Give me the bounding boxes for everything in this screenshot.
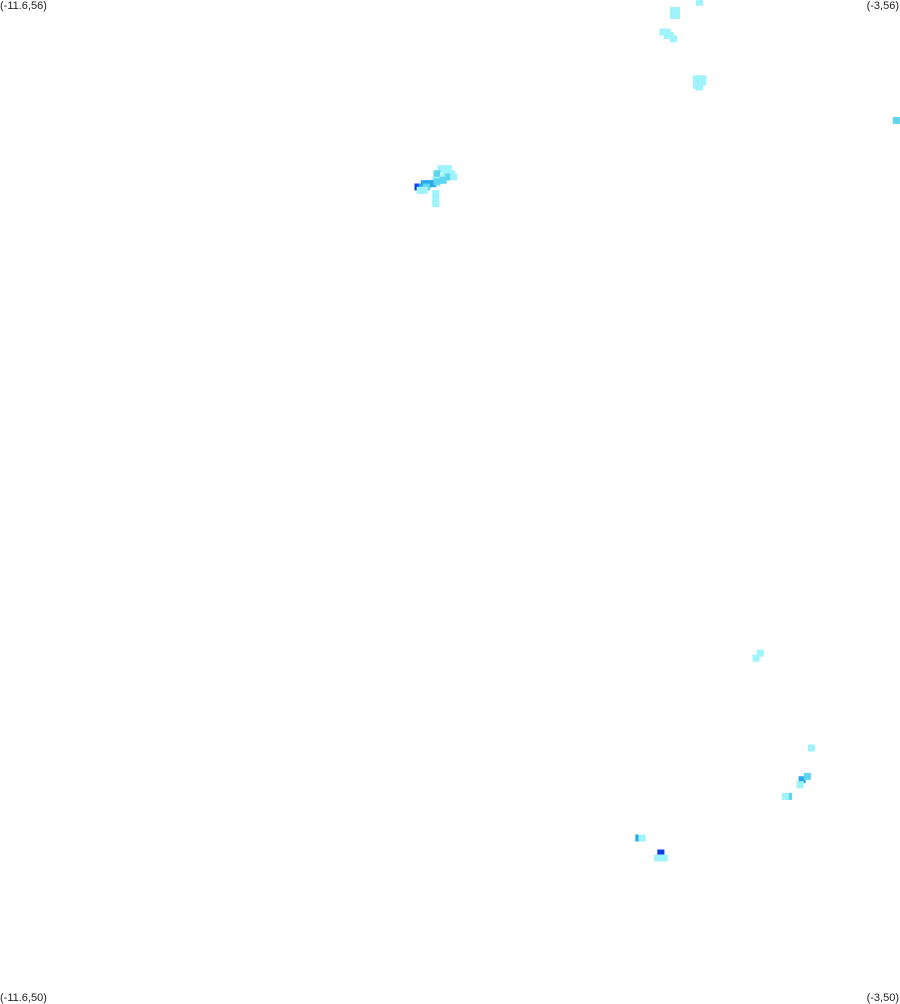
- raster-cell: [437, 165, 445, 173]
- raster-cell: [696, 0, 704, 6]
- raster-cell: [439, 176, 447, 184]
- raster-cell: [781, 792, 789, 800]
- raster-cell: [756, 649, 764, 657]
- raster-cell: [432, 200, 440, 208]
- raster-cell: [752, 654, 760, 662]
- raster-cell: [660, 854, 668, 862]
- raster-cell: [673, 7, 681, 14]
- raster-cell: [429, 180, 437, 188]
- raster-cell: [798, 776, 806, 784]
- raster-cells: [414, 0, 900, 862]
- raster-cell: [444, 173, 452, 181]
- raster-cell: [432, 190, 440, 198]
- raster-cell: [669, 35, 677, 43]
- raster-cell: [433, 178, 441, 186]
- raster-cell: [657, 849, 665, 857]
- raster-cell: [803, 772, 811, 780]
- raster-cell: [659, 28, 667, 36]
- raster-cell: [420, 186, 428, 194]
- raster-cell: [692, 81, 700, 89]
- raster-cell: [673, 12, 681, 19]
- raster-cell: [808, 744, 816, 752]
- raster-cell: [796, 781, 804, 789]
- corner-label-top-right: (-3,56): [866, 0, 899, 12]
- raster-cell: [433, 170, 441, 178]
- raster-cell: [638, 834, 646, 842]
- raster-cell: [699, 78, 707, 86]
- raster-cell: [444, 165, 452, 173]
- corner-label-bottom-right: (-3,50): [866, 992, 899, 1004]
- raster-cell: [654, 854, 662, 862]
- corner-label-top-left: (-11.6,56): [0, 0, 47, 12]
- raster-cell: [416, 186, 424, 194]
- raster-cell: [432, 195, 440, 203]
- raster-cell: [892, 116, 900, 124]
- raster-cell: [450, 173, 458, 181]
- corner-label-bottom-left: (-11.6,50): [0, 992, 47, 1004]
